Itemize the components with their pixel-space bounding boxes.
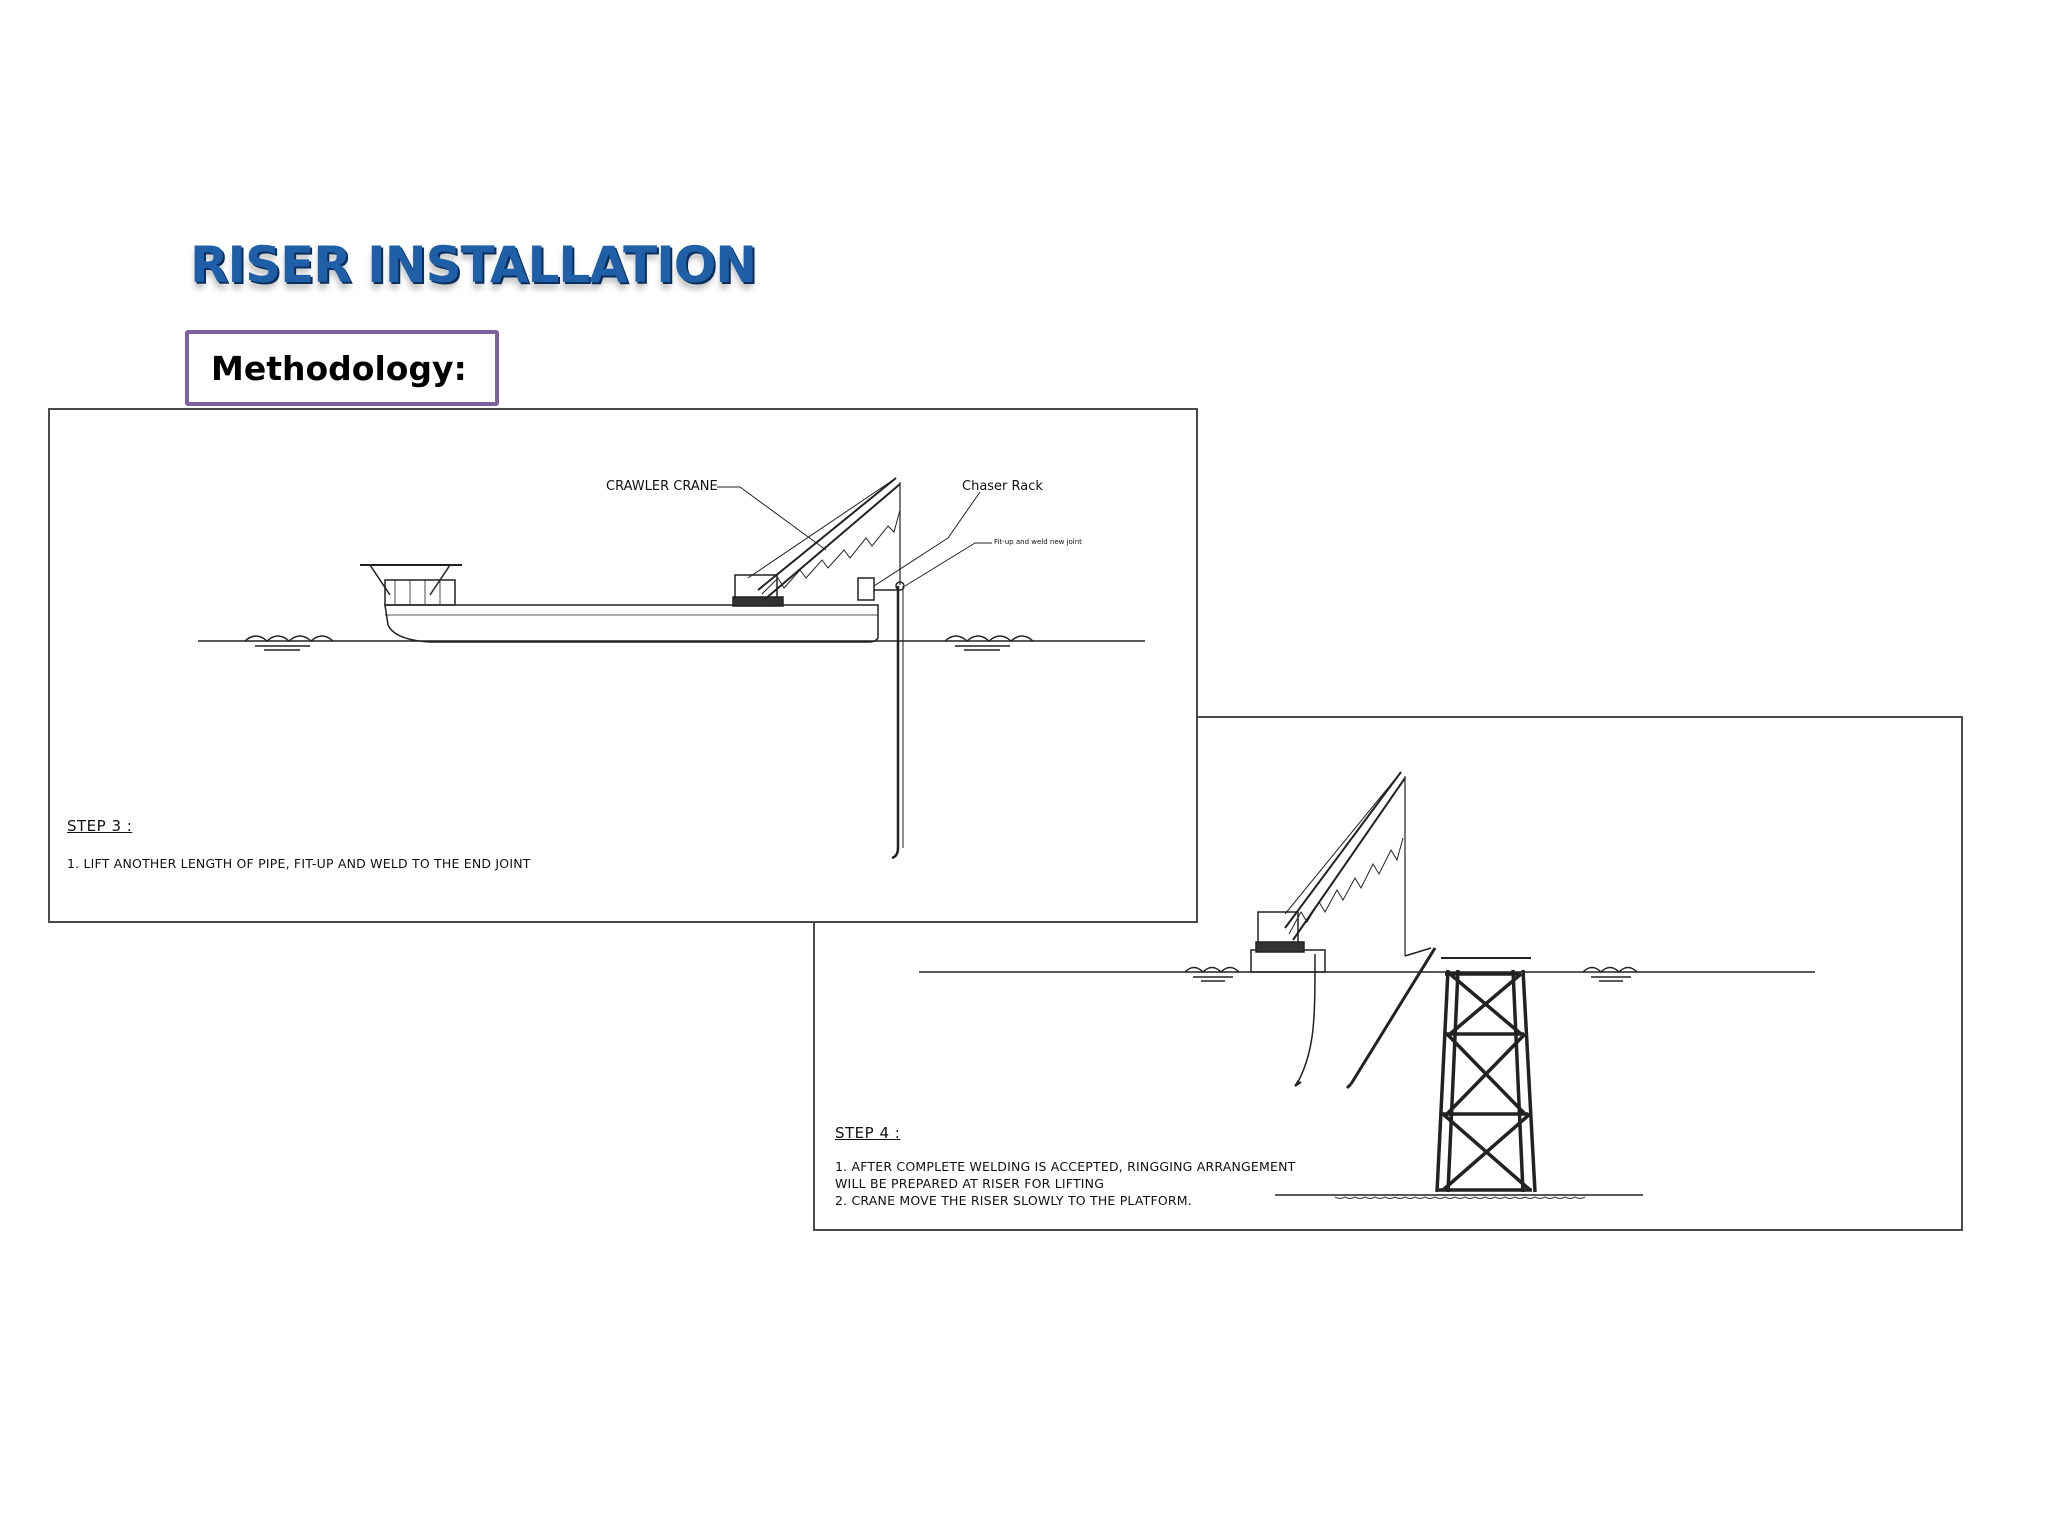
- step3-panel: CRAWLER CRANE Chaser Rack Fit-up and wel…: [48, 408, 1198, 923]
- step4-crane-pendant: [1284, 771, 1402, 915]
- step3-label-chaser-rack: Chaser Rack: [962, 479, 1043, 494]
- step3-label-crawler-crane: CRAWLER CRANE: [606, 479, 718, 494]
- step3-chaser-rack: [857, 577, 875, 601]
- step4-crane-tracks: [1255, 941, 1305, 953]
- step3-riser-end: [891, 847, 900, 860]
- step4-rigging: [1404, 947, 1432, 957]
- step3-wave-left: [244, 635, 334, 643]
- step4-crane-lattice: [1288, 837, 1404, 935]
- step3-note-1: 1. LIFT ANOTHER LENGTH OF PIPE, FIT-UP A…: [67, 856, 531, 871]
- step3-leader-chaser-b: [873, 537, 949, 587]
- step4-note-3: 2. CRANE MOVE THE RISER SLOWLY TO THE PL…: [835, 1193, 1192, 1208]
- step3-crane-boom-bottom: [763, 483, 901, 601]
- step4-wave-left: [1184, 966, 1240, 974]
- step4-title: STEP 4 :: [835, 1124, 901, 1142]
- step3-wave-right: [944, 635, 1034, 643]
- step4-pipe-bend: [1298, 953, 1316, 1081]
- step3-crane-boom-top: [757, 477, 897, 591]
- step4-wave-right: [1582, 966, 1638, 974]
- step3-accommodation: [384, 579, 456, 606]
- step3-helideck-support-left: [369, 564, 391, 596]
- step3-crane-pendant: [747, 477, 897, 579]
- step3-crane-lattice: [761, 509, 901, 595]
- step4-jacket-platform: [1435, 969, 1537, 1193]
- step4-crane-boom-top: [1284, 771, 1402, 929]
- step3-barge-hull: [384, 604, 879, 643]
- step4-seabed-texture: [1334, 1196, 1586, 1199]
- methodology-label: Methodology:: [211, 348, 467, 388]
- step3-drawing: [198, 477, 1145, 860]
- step4-riser-end: [1345, 1082, 1353, 1090]
- step3-crane-tracks: [732, 596, 784, 607]
- step3-leader-fitup-b: [904, 542, 976, 587]
- step3-leader-crane-b: [739, 486, 827, 551]
- step4-note-1: 1. AFTER COMPLETE WELDING IS ACCEPTED, R…: [835, 1159, 1296, 1174]
- step3-label-fit-up: Fit-up and weld new joint: [994, 538, 1082, 546]
- step4-drawing: [919, 771, 1815, 1199]
- methodology-box: Methodology:: [185, 330, 499, 406]
- step4-note-2: WILL BE PREPARED AT RISER FOR LIFTING: [835, 1176, 1105, 1191]
- step4-pipe-end: [1294, 1079, 1302, 1087]
- step4-barge: [1250, 949, 1326, 973]
- step3-leader-chaser-a: [947, 491, 981, 539]
- step3-title: STEP 3 :: [67, 817, 133, 835]
- slide-title: RISER INSTALLATION: [190, 236, 757, 294]
- step3-weld-joint: [895, 581, 905, 591]
- step4-riser: [1349, 947, 1437, 1085]
- step4-crane-boom-bottom: [1292, 777, 1406, 941]
